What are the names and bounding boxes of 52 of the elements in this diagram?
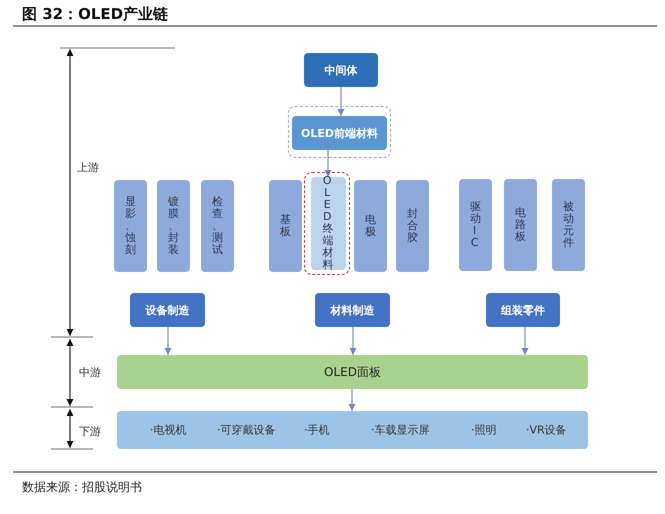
box-label: 设备制造	[146, 302, 190, 318]
application-item: ·照明	[471, 422, 496, 438]
arrow	[164, 326, 172, 356]
column-label: 电路板	[515, 206, 526, 244]
arrow	[338, 86, 344, 116]
arrow	[348, 388, 356, 412]
figure-title: 图 32：OLED产业链	[22, 5, 168, 24]
box-label: OLED前端材料	[300, 126, 378, 140]
column-label: 驱动IC	[470, 200, 481, 250]
category-column	[201, 180, 234, 272]
band-label: OLED面板	[324, 364, 381, 380]
highlight-frame	[304, 172, 350, 275]
stage-label: 中游	[79, 365, 101, 380]
application-item: ·手机	[304, 422, 330, 438]
source-note: 数据来源：招股说明书	[22, 479, 142, 496]
category-column	[354, 180, 387, 272]
category-column	[157, 180, 190, 272]
application-item: ·VR设备	[526, 422, 567, 438]
category-column	[504, 179, 537, 271]
box-label: 组装零件	[501, 302, 545, 318]
category-column	[552, 179, 585, 271]
column-label: 检查、测试	[212, 196, 223, 256]
arrow	[324, 150, 332, 178]
category-column	[396, 180, 429, 272]
column-label: 电极	[365, 214, 376, 238]
category-column	[310, 176, 346, 270]
box-label: 材料制造	[330, 302, 374, 318]
process-box	[130, 293, 205, 327]
column-label: 被动元件	[563, 200, 574, 250]
process-box	[292, 116, 387, 150]
arrow	[350, 326, 356, 356]
column-label: 封合胶	[407, 208, 418, 244]
stage-label: 上游	[77, 160, 99, 175]
column-label: OLED终端材料	[322, 174, 334, 272]
process-box	[304, 53, 378, 87]
process-box	[486, 293, 560, 327]
box-label: 中间体	[324, 62, 358, 78]
category-column	[114, 180, 147, 272]
application-item: ·车载显示屏	[371, 422, 430, 438]
application-item: ·电视机	[150, 422, 186, 438]
dashed-group-frame	[288, 106, 391, 158]
arrow	[522, 326, 528, 356]
application-band	[117, 411, 588, 449]
column-label: 基板	[280, 214, 291, 238]
category-column	[459, 179, 492, 271]
application-item: ·可穿戴设备	[217, 422, 276, 438]
column-label: 镀膜、封装	[168, 196, 179, 256]
column-label: 显影、蚀刻	[125, 196, 136, 256]
panel-band	[117, 355, 588, 389]
process-box	[315, 293, 390, 327]
category-column	[269, 180, 302, 272]
stage-label: 下游	[79, 424, 101, 439]
